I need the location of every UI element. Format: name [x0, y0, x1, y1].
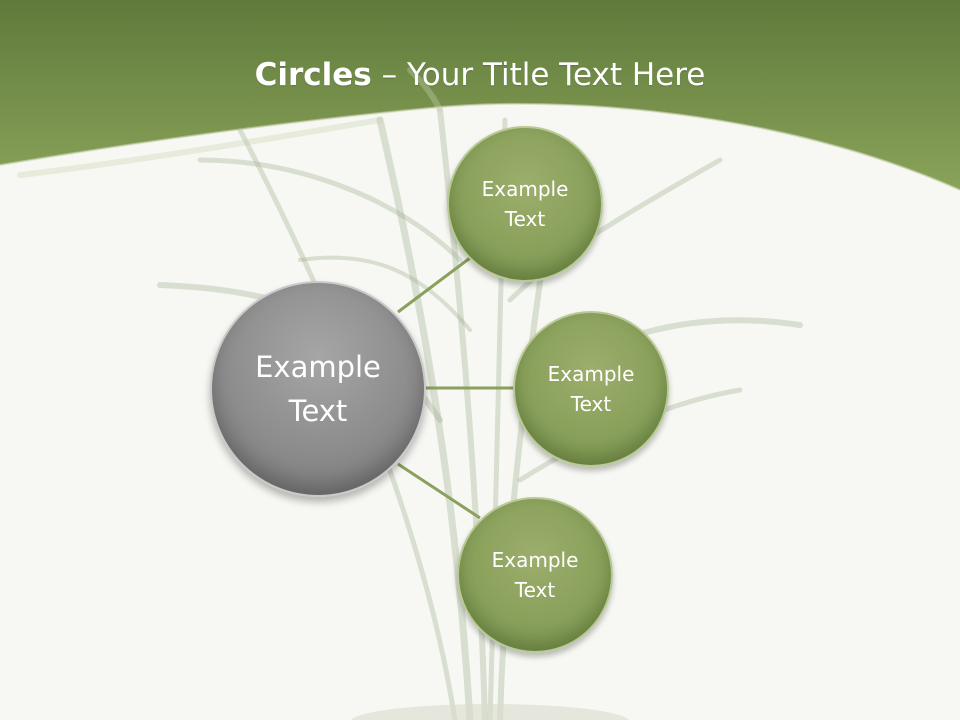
node-circle-bottom: Example Text: [457, 497, 613, 653]
header-band: [0, 0, 960, 190]
connector-line: [397, 462, 481, 520]
node-line1: Example: [491, 548, 579, 572]
connector-line: [397, 256, 471, 314]
connectors: [397, 256, 514, 520]
center-circle: Example Text: [210, 281, 426, 497]
slide-title: Circles – Your Title Text Here: [0, 52, 960, 98]
node-line1: Example: [481, 177, 569, 201]
center-circle-line2: Text: [288, 394, 348, 428]
title-bold: Circles: [254, 57, 372, 93]
title-rest: – Your Title Text Here: [371, 57, 706, 93]
node-line1: Example: [547, 362, 635, 386]
pot-shadow: [350, 704, 630, 720]
node-line2: Text: [570, 392, 612, 416]
node-line2: Text: [514, 578, 556, 602]
node-circle-middle: Example Text: [513, 311, 669, 467]
center-circle-line1: Example: [255, 350, 381, 384]
node-line2: Text: [504, 207, 546, 231]
node-circle-top: Example Text: [447, 126, 603, 282]
